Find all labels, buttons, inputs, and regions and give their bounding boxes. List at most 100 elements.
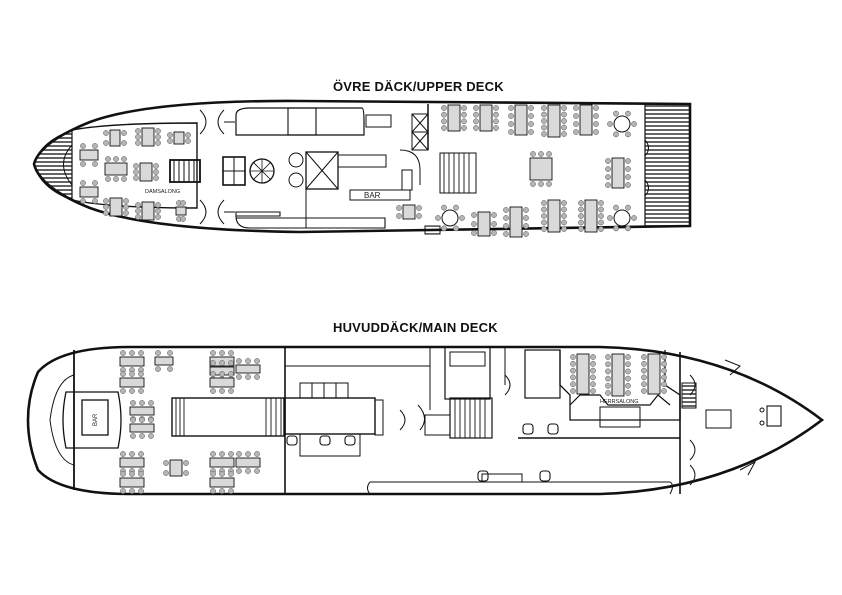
chair xyxy=(163,470,169,476)
chair xyxy=(254,358,260,364)
chair xyxy=(605,375,611,382)
stair xyxy=(169,159,201,183)
chair xyxy=(228,451,234,457)
table xyxy=(173,131,185,145)
chair xyxy=(138,488,144,494)
chair xyxy=(570,354,576,360)
chair xyxy=(561,105,567,111)
chair xyxy=(135,214,141,220)
chair xyxy=(139,400,145,406)
chair xyxy=(625,204,631,211)
chair xyxy=(590,374,596,381)
chair xyxy=(493,125,499,131)
chair xyxy=(578,213,584,219)
table xyxy=(129,423,155,433)
chair xyxy=(561,206,567,213)
table xyxy=(119,477,145,488)
chair xyxy=(228,350,234,356)
chair xyxy=(461,111,467,118)
chair xyxy=(167,366,173,372)
chair xyxy=(183,460,189,466)
chair xyxy=(625,110,631,117)
chair xyxy=(155,128,161,134)
chair xyxy=(508,105,514,111)
chair xyxy=(155,140,161,146)
chair xyxy=(129,350,135,356)
table xyxy=(79,186,99,198)
chair xyxy=(625,375,631,382)
chair xyxy=(561,131,567,137)
main-deck-title: HUVUDDÄCK/MAIN DECK xyxy=(333,320,498,335)
chair xyxy=(210,451,216,457)
damsalong-label: DAMSALONG xyxy=(145,189,180,195)
chair xyxy=(236,374,242,380)
chair xyxy=(605,166,611,172)
table xyxy=(141,127,155,147)
chair xyxy=(625,166,631,172)
chair xyxy=(493,105,499,111)
chair xyxy=(491,212,497,218)
chair xyxy=(561,200,567,206)
chair xyxy=(605,368,611,375)
chair xyxy=(530,151,536,157)
table xyxy=(611,353,625,397)
chair xyxy=(641,381,647,388)
chair xyxy=(123,198,129,204)
stern-hatch xyxy=(33,129,73,201)
chair xyxy=(138,371,144,377)
chair xyxy=(561,111,567,118)
chair xyxy=(573,121,579,127)
chair xyxy=(573,105,579,111)
table xyxy=(547,104,561,138)
table xyxy=(79,149,99,161)
chair xyxy=(523,207,529,213)
chair xyxy=(528,105,534,111)
chair xyxy=(129,471,135,477)
table xyxy=(175,206,187,216)
chair xyxy=(155,366,161,372)
chair xyxy=(631,121,637,127)
chair xyxy=(641,388,647,394)
chair xyxy=(593,113,599,119)
chair xyxy=(605,354,611,360)
armchairs xyxy=(286,423,559,482)
chair xyxy=(473,125,479,131)
chair xyxy=(210,371,216,377)
chair xyxy=(120,388,126,394)
chair xyxy=(613,131,619,138)
bow-hatch xyxy=(644,103,691,227)
chair xyxy=(80,180,86,186)
table xyxy=(139,162,153,182)
chair xyxy=(155,214,161,220)
chair xyxy=(129,488,135,494)
chair xyxy=(625,182,631,188)
chair xyxy=(121,140,127,146)
chair xyxy=(625,131,631,138)
chair xyxy=(92,180,98,186)
chair xyxy=(625,174,631,180)
table xyxy=(477,211,491,237)
chair xyxy=(133,163,139,169)
chair xyxy=(219,360,225,366)
chair xyxy=(123,204,129,210)
chair xyxy=(120,488,126,494)
chair xyxy=(541,131,547,137)
chair xyxy=(129,371,135,377)
chair xyxy=(120,371,126,377)
chair xyxy=(210,488,216,494)
chair xyxy=(441,105,447,111)
chair xyxy=(153,169,159,175)
table xyxy=(169,459,183,477)
chair xyxy=(138,350,144,356)
chair xyxy=(473,118,479,125)
chair xyxy=(236,358,242,364)
chair xyxy=(153,163,159,169)
chair xyxy=(590,360,596,367)
table xyxy=(514,104,528,136)
chair xyxy=(503,223,509,229)
table xyxy=(509,206,523,238)
chair xyxy=(528,121,534,127)
chair xyxy=(210,360,216,366)
table xyxy=(579,104,593,136)
chair xyxy=(219,488,225,494)
